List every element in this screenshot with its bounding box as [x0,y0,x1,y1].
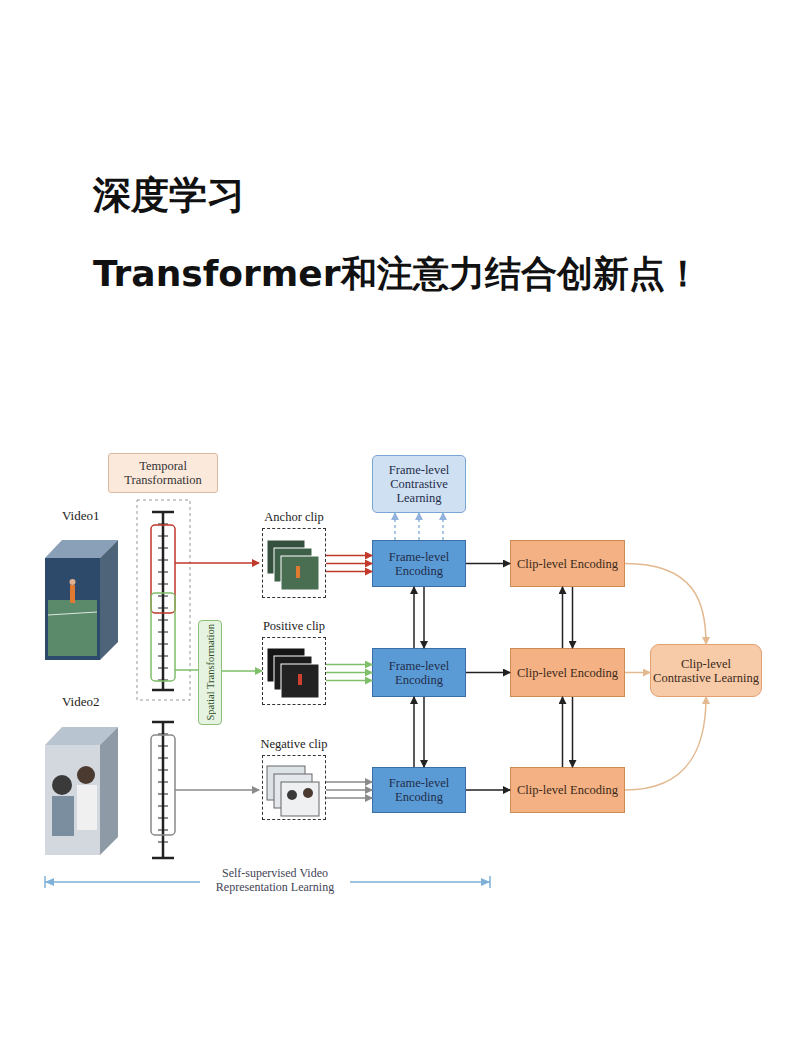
connector-line [562,587,564,648]
connector-line [413,697,415,767]
video-label: Video2 [62,694,100,710]
connector-line [625,697,706,790]
connector [222,671,262,672]
contrastive-box: Frame-level Contrastive Learning [372,455,466,513]
connector [414,697,424,767]
encoder-box: Clip-level Encoding [510,648,625,697]
clip-box: Anchor clip [262,528,326,598]
transform-box: Temporal Transformation [108,453,218,493]
connector-line [326,781,372,783]
connector-line [562,697,564,767]
connector [563,697,573,767]
connector-line [418,513,420,540]
node-text: Frame-level Encoding [373,776,465,804]
connector [395,513,443,540]
contrastive-box: Clip-level Contrastive Learning [650,644,762,697]
encoder-box: Frame-level Encoding [372,648,466,697]
node-text: Anchor clip [233,510,355,524]
video-label: Video1 [62,508,100,524]
node-text: Clip-level Contrastive Learning [651,657,761,685]
encoder-box: Frame-level Encoding [372,540,466,587]
connector-line [326,664,372,666]
connector [625,564,706,645]
connector-line [572,587,574,648]
clip-frames [267,766,319,816]
node-text: Clip-level Encoding [517,557,618,571]
connector [466,790,510,791]
connector-line [326,680,372,682]
page-title: 深度学习 [93,170,245,221]
node-text: Clip-level Encoding [517,783,618,797]
node-text: Frame-level Encoding [373,659,465,687]
connector-line [326,797,372,799]
connector-line [442,513,444,540]
connector-line [326,571,372,573]
timeline [151,722,259,858]
encoder-box: Clip-level Encoding [510,767,625,813]
connector-line [326,672,372,674]
connector-line [625,672,650,674]
encoder-box: Frame-level Encoding [372,767,466,813]
node-text: Spatial Transformation [205,624,216,721]
transform-box: Spatial Transformation [198,620,222,725]
connector-line [466,672,510,674]
node-text: Temporal Transformation [109,459,217,487]
connector-line [572,697,574,767]
node-text: Frame-level Encoding [373,550,465,578]
clip-box: Positive clip [262,637,326,705]
connector [326,665,372,681]
clip-frames [267,540,319,590]
connector-line [326,563,372,565]
node-text: Positive clip [233,619,355,633]
connector [563,587,573,648]
connector-line [423,697,425,767]
span-label: Self-supervised Video Representation Lea… [200,866,350,894]
connector-line [394,513,396,540]
connector-line [423,587,425,648]
connector-line [326,555,372,557]
video-cube [45,727,118,855]
connector-line [466,789,510,791]
node-text: Clip-level Encoding [517,666,618,680]
connector-line [222,670,262,672]
connector [625,697,706,790]
node-text: Negative clip [233,737,355,751]
subtitle: Transformer和注意力结合创新点！ [93,250,701,299]
connector-line [466,563,510,565]
clip-box: Negative clip [262,755,326,820]
connector-line [413,587,415,648]
video-cube [45,540,118,660]
connector [326,782,372,798]
clip-frames [267,648,319,698]
connector-line [326,789,372,791]
connector [326,556,372,572]
connector [466,672,510,673]
connector [466,563,510,564]
connector [625,672,650,673]
connector-line [625,564,706,645]
node-text: Frame-level Contrastive Learning [373,463,465,505]
connector [414,587,424,648]
encoder-box: Clip-level Encoding [510,540,625,587]
